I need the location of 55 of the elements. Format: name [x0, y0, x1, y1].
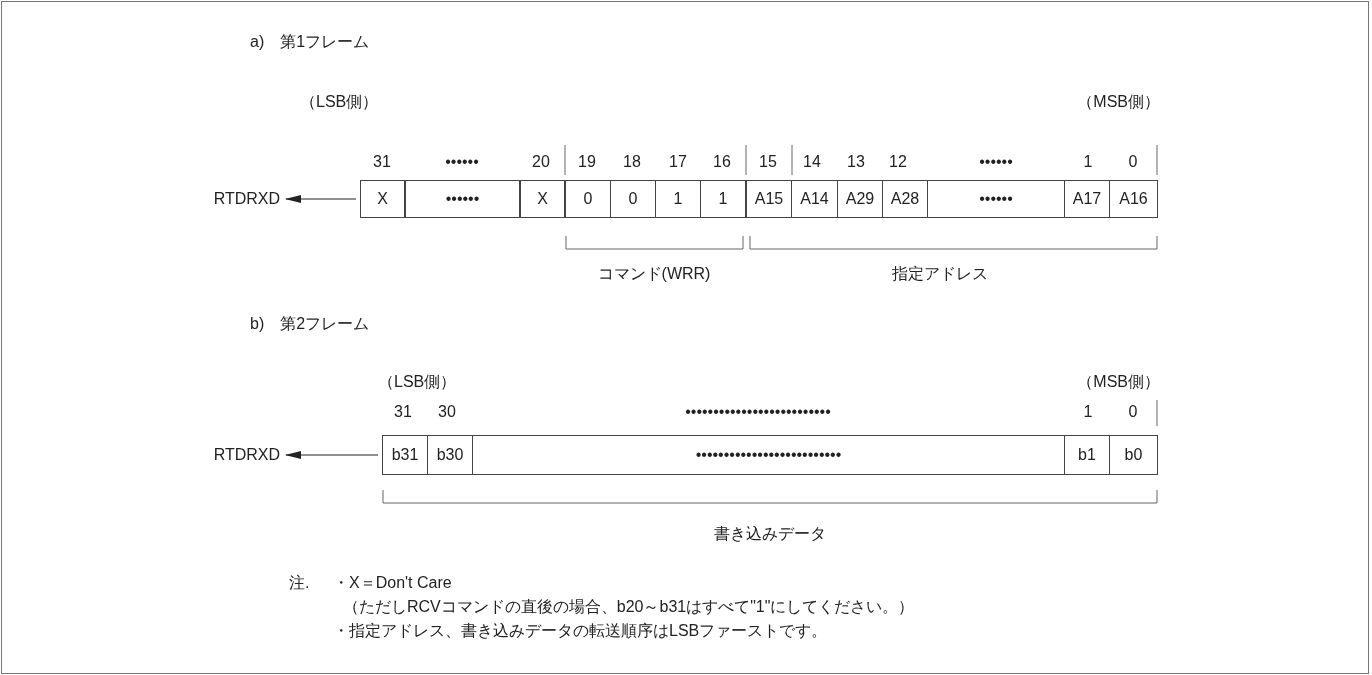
bit-number: 12 — [889, 152, 907, 172]
register-bit-cell: b30 — [427, 435, 473, 475]
bit-number: 31 — [373, 152, 391, 172]
field-label: 指定アドレス — [892, 264, 988, 284]
bit-number: 14 — [803, 152, 821, 172]
bit-number: 0 — [1128, 152, 1138, 172]
field-label: コマンド(WRR) — [597, 264, 711, 284]
register-bit-cell: A16 — [1109, 180, 1158, 218]
register-bit-cell: b0 — [1109, 435, 1158, 475]
arrow — [285, 195, 357, 203]
register-bit-cell: •••••• — [405, 180, 520, 218]
bit-number: 1 — [1083, 402, 1093, 422]
register-bit-cell: b1 — [1064, 435, 1110, 475]
bit-number: 13 — [847, 152, 865, 172]
ellipsis: •••••• — [445, 152, 479, 172]
signal-label: RTDRXD — [190, 445, 280, 465]
bit-number: 19 — [578, 152, 596, 172]
note-label: 注. — [289, 573, 310, 593]
bit-number: 1 — [1083, 152, 1093, 172]
frame-title: a) 第1フレーム — [250, 32, 370, 52]
lsb-side-label: （LSB側） — [378, 372, 457, 392]
arrow — [285, 451, 379, 459]
frame-title: b) 第2フレーム — [250, 314, 370, 334]
register-bit-cell: •••••• — [927, 180, 1065, 218]
register-bit-cell: A14 — [791, 180, 838, 218]
bit-number: 15 — [759, 152, 777, 172]
msb-side-label: （MSB側） — [1077, 92, 1160, 112]
lsb-side-label: （LSB側） — [300, 92, 379, 112]
note-text: ・指定アドレス、書き込みデータの転送順序はLSBファーストです。 — [333, 621, 828, 641]
register-bit-cell: 1 — [655, 180, 701, 218]
register-bit-cell: b31 — [382, 435, 428, 475]
bit-number: 30 — [438, 402, 456, 422]
note-text: （ただしRCVコマンドの直後の場合、b20～b31はすべて"1"にしてください。） — [343, 597, 915, 617]
register-bit-cell: X — [520, 180, 565, 218]
register-bit-cell: A15 — [746, 180, 792, 218]
msb-side-label: （MSB側） — [1077, 372, 1160, 392]
register-bit-cell: A28 — [882, 180, 928, 218]
note-text: ・X＝Don't Care — [333, 573, 452, 593]
bit-number: 31 — [394, 402, 412, 422]
register-bit-cell: 0 — [565, 180, 611, 218]
register-bit-cell: A17 — [1064, 180, 1110, 218]
bit-number: 16 — [713, 152, 731, 172]
register-bit-cell: 0 — [610, 180, 656, 218]
register-bit-cell: A29 — [837, 180, 883, 218]
signal-label: RTDRXD — [190, 189, 280, 209]
ellipsis: •••••••••••••••••••••••••• — [685, 402, 831, 422]
bit-number: 18 — [623, 152, 641, 172]
register-bit-cell: •••••••••••••••••••••••••• — [472, 435, 1065, 475]
bit-number: 17 — [669, 152, 687, 172]
field-label: 書き込みデータ — [714, 524, 826, 544]
ellipsis: •••••• — [979, 152, 1013, 172]
register-bit-cell: X — [360, 180, 405, 218]
bit-number: 20 — [532, 152, 550, 172]
bit-number: 0 — [1128, 402, 1138, 422]
register-bit-cell: 1 — [700, 180, 746, 218]
